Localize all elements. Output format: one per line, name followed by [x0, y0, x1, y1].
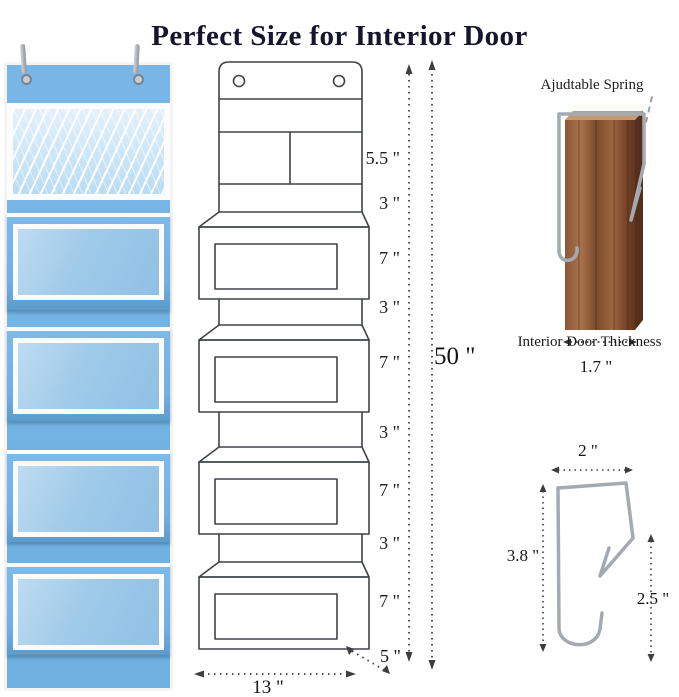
- dim-label: 3 ": [379, 193, 400, 213]
- pocket-window: [13, 461, 164, 537]
- door-thickness-value: 1.7 ": [579, 357, 613, 376]
- hook-detail: [539, 466, 655, 662]
- organizer-schematic: [198, 61, 370, 650]
- pocket: [7, 327, 170, 421]
- page-title: Perfect Size for Interior Door: [151, 20, 528, 53]
- grommet-right-icon: [133, 74, 144, 85]
- top-flap: [218, 61, 363, 100]
- dim-label: 3 ": [379, 533, 400, 553]
- hook-side-label: 2.5 ": [636, 589, 670, 608]
- arrowhead-icon: [405, 60, 436, 670]
- dim-label: 7 ": [379, 480, 400, 500]
- pocket: [7, 450, 170, 542]
- dim-label: 5.5 ": [365, 148, 400, 168]
- dim-label: 7 ": [379, 591, 400, 611]
- depth-label: 5 ": [380, 646, 401, 666]
- total-height-label: 50 ": [434, 343, 476, 370]
- door-side-face: [635, 111, 643, 330]
- grommet-icon: [332, 74, 346, 88]
- hook-icon: [556, 481, 635, 647]
- top-clear-window: [7, 103, 170, 200]
- door-cross-section: [557, 111, 646, 346]
- dim-label: 7 ": [379, 352, 400, 372]
- width-label: 13 ": [252, 677, 284, 697]
- pocket: [7, 213, 170, 310]
- grommet-left-icon: [21, 74, 32, 85]
- pocket-window: [13, 224, 164, 300]
- height-measure-lines: [405, 60, 436, 670]
- door-board: [565, 120, 635, 330]
- width-depth-measure-lines: [194, 646, 390, 678]
- organizer-photo: [4, 43, 173, 691]
- hook-measure-lines: [542, 469, 652, 655]
- dim-label: 3 ": [379, 297, 400, 317]
- hook-wire-right-icon: [133, 43, 140, 75]
- door-hook-icon: [557, 112, 646, 263]
- spring-hook-label: Ajudtable Spring: [540, 77, 644, 93]
- hook-width-label: 2 ": [578, 441, 598, 460]
- dim-label: 3 ": [379, 422, 400, 442]
- hook-height-label: 3.8 ": [506, 546, 540, 565]
- pocket-window: [13, 338, 164, 414]
- pocket-window: [13, 574, 164, 650]
- arrowhead-icon: [539, 466, 655, 662]
- dim-label: 7 ": [379, 248, 400, 268]
- wood-grain: [578, 120, 629, 330]
- pocket: [7, 563, 170, 655]
- arrowhead-icon: [194, 646, 390, 678]
- door-thickness-label: Interior Door Thickness: [517, 334, 662, 350]
- grommet-icon: [232, 74, 246, 88]
- arrowhead-icon: [563, 338, 637, 346]
